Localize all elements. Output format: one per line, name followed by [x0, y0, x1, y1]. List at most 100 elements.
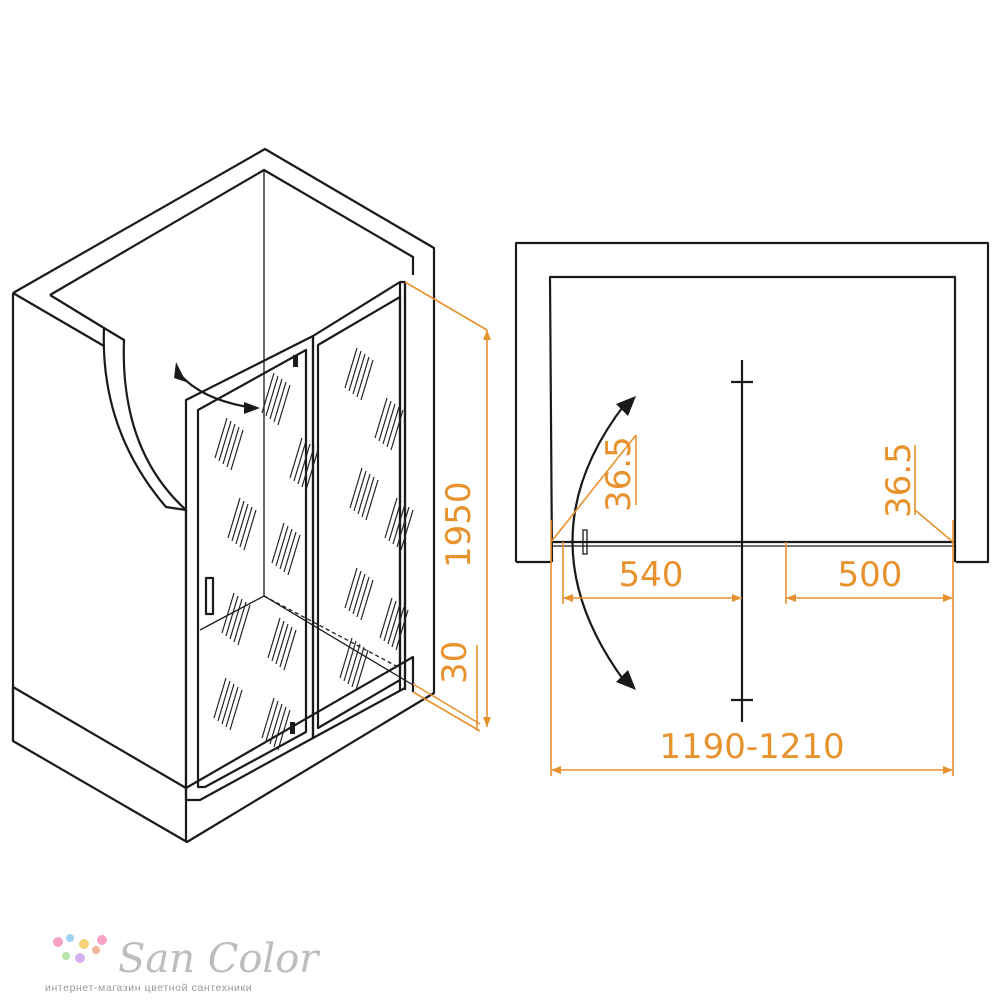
swing-arc-3d [177, 371, 255, 410]
top-hinge [293, 355, 298, 367]
glass-hatch-mark [388, 500, 402, 542]
glass-hatch-mark [229, 689, 243, 731]
dim-door-width-label: 540 [619, 555, 684, 595]
base-step-right [185, 655, 415, 789]
glass-hatch-mark [261, 697, 275, 739]
glass-hatch-mark [383, 600, 397, 642]
glass-hatch-mark [378, 400, 392, 442]
glass-hatch-mark [348, 570, 362, 612]
glass-hatch-mark [386, 406, 400, 448]
swing-arrowhead-bottom [616, 670, 636, 690]
glass-hatch-mark [289, 437, 303, 479]
top-view: 36.5 36.5 540 500 1190-1210 [514, 241, 990, 776]
dim-500-arrow-right [943, 594, 953, 602]
wall-top-edge [12, 292, 105, 347]
glass-hatch-mark [360, 359, 374, 401]
glass-hatch-mark [374, 397, 388, 439]
glass-texture [213, 347, 414, 751]
glass-hatch-mark [277, 709, 291, 751]
dim-fixed-width-label: 500 [838, 555, 903, 595]
glass-hatch-mark [343, 640, 357, 682]
glass-hatch-mark [230, 429, 244, 471]
curved-wall-edge [102, 327, 187, 512]
dim-height-label: 1950 [439, 481, 479, 568]
dim-540-arrow-left [563, 594, 573, 602]
glass-hatch-mark [356, 356, 370, 398]
bottom-hinge [290, 722, 295, 734]
logo-dot [62, 952, 70, 960]
glass-hatch-mark [275, 525, 289, 567]
glass-hatch-mark [287, 534, 301, 576]
dim-500-arrow-left [786, 594, 796, 602]
glass-hatch-mark [213, 677, 227, 719]
logo-dot [75, 953, 85, 963]
glass-hatch-mark [356, 576, 370, 618]
glass-hatch-mark [347, 643, 361, 685]
glass-hatch-mark [217, 680, 231, 722]
glass-hatch-mark [273, 381, 287, 423]
glass-hatch-mark [396, 506, 410, 548]
glass-hatch-mark [221, 592, 235, 634]
glass-hatch-mark [351, 646, 365, 688]
brand-logo: San Color интернет-магазин цветной санте… [45, 934, 321, 994]
glass-hatch-mark [395, 609, 409, 651]
curved-wall-recess [49, 294, 188, 842]
glass-hatch-mark [273, 706, 287, 748]
logo-dot [53, 937, 63, 947]
glass-hatch-mark [237, 604, 251, 646]
dim-36-5-right-leader [914, 509, 954, 543]
glass-hatch-mark [297, 443, 311, 485]
glass-hatch-mark [214, 417, 228, 459]
dim-total-arrow-right [943, 766, 953, 774]
swing-arrow-head-left [174, 362, 186, 382]
glass-hatch-mark [339, 637, 353, 679]
glass-hatch-mark [233, 601, 247, 643]
hinged-door-frame[interactable] [184, 334, 315, 802]
glass-hatch-mark [352, 573, 366, 615]
wall-outline-inner [548, 275, 957, 563]
glass-hatch-mark [225, 686, 239, 728]
glass-hatch-mark [231, 500, 245, 542]
glass-hatch-mark [349, 467, 363, 509]
glass-hatch-mark [226, 426, 240, 468]
brand-name: San Color [118, 936, 321, 982]
logo-dots [53, 934, 107, 963]
glass-hatch-mark [301, 446, 315, 488]
glass-hatch-mark [283, 629, 297, 671]
glass-hatch-mark [392, 503, 406, 545]
dim-ext-base [412, 691, 481, 732]
glass-hatch-mark [344, 567, 358, 609]
logo-dot [97, 935, 107, 945]
dim-ext-bottom [412, 683, 481, 725]
glass-hatch-mark [267, 617, 281, 659]
glass-hatch-mark [293, 440, 307, 482]
logo-dot [92, 946, 100, 954]
glass-hatch-mark [382, 403, 396, 445]
glass-hatch-mark [227, 497, 241, 539]
glass-hatch-mark [391, 606, 405, 648]
glass-hatch-mark [353, 470, 367, 512]
dim-1950-arrow-bottom [483, 717, 491, 727]
logo-dot [79, 939, 89, 949]
glass-hatch-mark [261, 372, 275, 414]
glass-hatch-mark [271, 522, 285, 564]
glass-hatch-mark [277, 384, 291, 426]
glass-hatch-mark [283, 531, 297, 573]
glass-hatch-mark [355, 649, 369, 691]
glass-hatch-mark [229, 598, 243, 640]
door-handle[interactable] [204, 576, 215, 616]
glass-hatch-mark [221, 683, 235, 725]
dim-1950-arrow-top [483, 330, 491, 340]
glass-hatch-mark [365, 479, 379, 521]
glass-hatch-mark [279, 528, 293, 570]
glass-hatch-mark [275, 623, 289, 665]
dim-right-offset-label: 36.5 [879, 442, 919, 518]
swing-arrow-head-right [244, 402, 260, 414]
glass-hatch-mark [390, 409, 404, 451]
glass-hatch-mark [384, 497, 398, 539]
swing-arrowhead-top [616, 396, 636, 416]
enclosure-top-opening [49, 168, 415, 296]
wall-outline-outer [514, 241, 990, 564]
glass-hatch-mark [360, 579, 374, 621]
